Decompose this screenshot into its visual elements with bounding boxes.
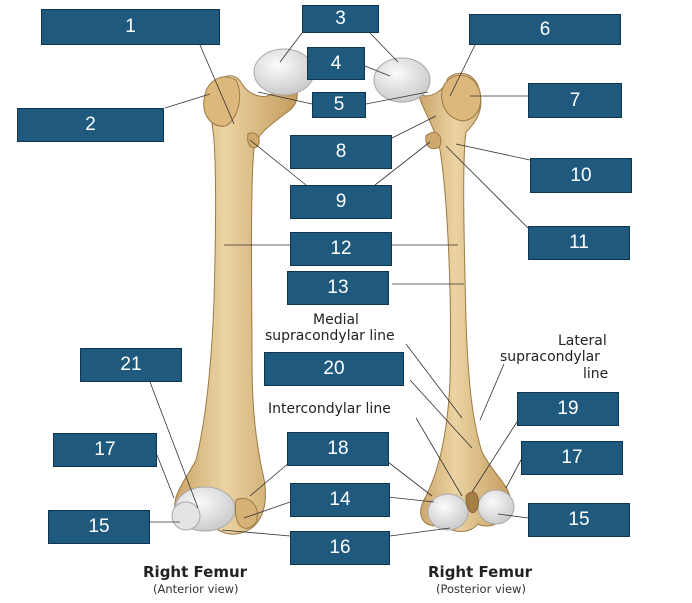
label-9: 9 — [335, 191, 347, 212]
label-16: 16 — [329, 537, 351, 558]
label-8: 8 — [335, 141, 347, 162]
anterior-femoral-head — [253, 48, 315, 96]
posterior-femur — [373, 57, 515, 532]
label-box-15-right[interactable]: 15 — [528, 503, 630, 537]
anterior-femur-bone — [174, 69, 298, 535]
label-17-left: 17 — [94, 439, 116, 460]
label-box-9[interactable]: 9 — [290, 185, 392, 219]
label-12: 12 — [330, 238, 352, 259]
label-box-13[interactable]: 13 — [287, 271, 389, 305]
label-2: 2 — [85, 114, 96, 135]
posterior-caption-title: Right Femur — [428, 563, 533, 581]
anterior-medial-epicondyle — [234, 498, 258, 529]
anterior-caption-subtitle: (Anterior view) — [153, 582, 239, 596]
label-box-18[interactable]: 18 — [287, 432, 389, 466]
label-20: 20 — [323, 358, 345, 379]
label-1: 1 — [125, 16, 136, 37]
label-4: 4 — [330, 52, 342, 74]
lateral-supracondylar-text-2: supracondylar — [500, 349, 600, 365]
posterior-caption-subtitle: (Posterior view) — [436, 582, 526, 596]
label-box-14[interactable]: 14 — [290, 483, 390, 517]
label-box-6[interactable]: 6 — [469, 14, 621, 45]
label-10: 10 — [570, 164, 592, 186]
label-box-17-right[interactable]: 17 — [521, 441, 623, 475]
label-14: 14 — [329, 489, 351, 510]
posterior-lateral-condyle — [477, 489, 515, 525]
label-7: 7 — [569, 89, 581, 111]
lateral-supracondylar-text-1: Lateral — [558, 333, 607, 349]
label-11: 11 — [569, 232, 589, 253]
label-box-16[interactable]: 16 — [290, 531, 390, 565]
label-13: 13 — [327, 277, 349, 298]
label-box-4[interactable]: 4 — [307, 47, 365, 80]
label-15-left: 15 — [88, 516, 110, 537]
intercondylar-line-text: Intercondylar line — [268, 401, 391, 417]
label-box-20[interactable]: 20 — [264, 352, 404, 386]
label-box-12[interactable]: 12 — [290, 232, 392, 266]
posterior-lesser-trochanter — [425, 131, 442, 150]
label-5: 5 — [333, 94, 345, 115]
label-box-5[interactable]: 5 — [312, 92, 366, 118]
label-box-19[interactable]: 19 — [517, 392, 619, 426]
label-box-17-left[interactable]: 17 — [53, 433, 157, 467]
label-18: 18 — [327, 438, 349, 459]
leader-lines — [149, 32, 531, 537]
anterior-greater-trochanter — [203, 76, 241, 127]
label-box-10[interactable]: 10 — [530, 158, 632, 193]
label-19: 19 — [557, 398, 579, 419]
medial-supracondylar-text-2: supracondylar line — [265, 328, 395, 344]
label-15-right: 15 — [568, 509, 590, 530]
posterior-femoral-head — [373, 57, 431, 103]
anterior-caption-title: Right Femur — [143, 563, 248, 581]
label-21: 21 — [120, 354, 142, 375]
label-box-21[interactable]: 21 — [80, 348, 182, 382]
label-6: 6 — [539, 18, 551, 40]
label-box-7[interactable]: 7 — [528, 83, 622, 118]
label-box-11[interactable]: 11 — [528, 226, 630, 260]
anterior-lateral-condyle — [171, 501, 201, 531]
anterior-femur — [171, 48, 315, 535]
label-3: 3 — [335, 8, 346, 29]
label-box-15-left[interactable]: 15 — [48, 510, 150, 544]
label-box-1[interactable]: 1 — [41, 9, 220, 45]
medial-supracondylar-text-1: Medial — [313, 312, 359, 328]
label-box-3[interactable]: 3 — [302, 5, 379, 33]
posterior-intercondylar-fossa — [465, 491, 479, 514]
label-17-right: 17 — [561, 447, 583, 468]
posterior-medial-condyle — [427, 493, 469, 531]
label-box-2[interactable]: 2 — [17, 108, 164, 142]
posterior-greater-trochanter — [441, 74, 482, 122]
label-box-8[interactable]: 8 — [290, 135, 392, 169]
lateral-supracondylar-text-3: line — [583, 366, 609, 382]
